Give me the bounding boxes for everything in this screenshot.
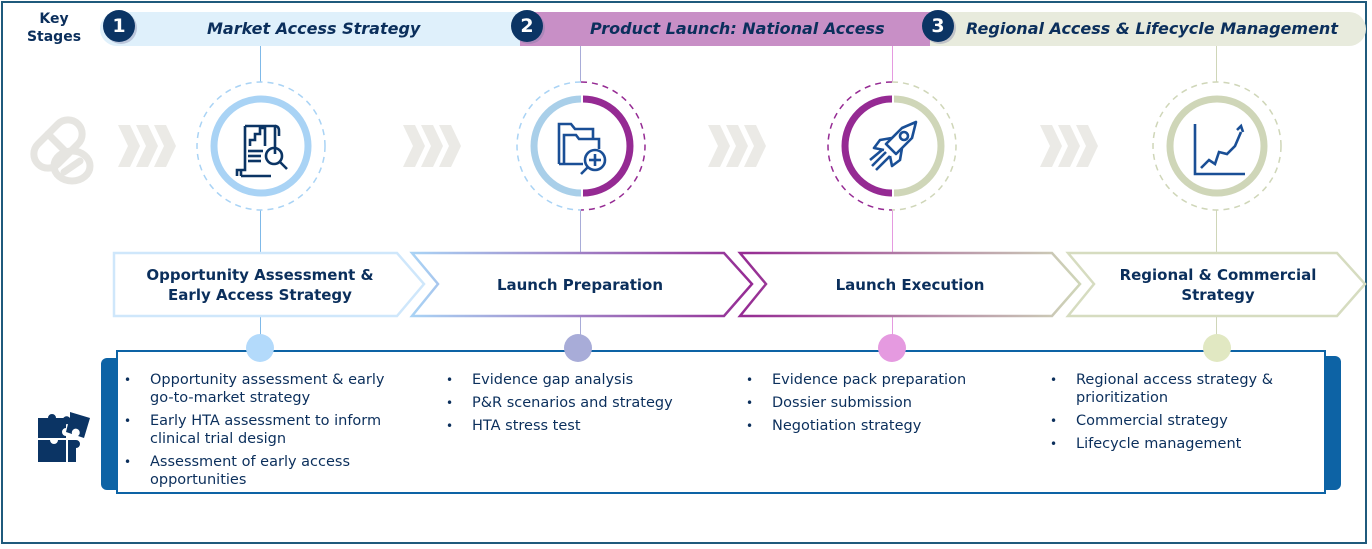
rocket-icon bbox=[869, 120, 918, 171]
puzzle-icon bbox=[38, 412, 90, 462]
phase-number-badge: 3 bbox=[922, 10, 954, 42]
stage-arrow-4 bbox=[1065, 251, 1367, 318]
folder-search-add-icon bbox=[557, 122, 607, 175]
phase-band-3: Regional Access & Lifecycle Management bbox=[930, 12, 1366, 46]
stage-icon-circle bbox=[827, 81, 957, 211]
content-tab-left bbox=[101, 358, 119, 490]
list-item: P&R scenarios and strategy bbox=[444, 394, 734, 412]
growth-chart-icon bbox=[1193, 123, 1245, 176]
chevron-arrows-icon bbox=[118, 125, 176, 167]
phase-title: Market Access Strategy bbox=[207, 19, 421, 38]
list-item: HTA stress test bbox=[444, 417, 734, 435]
stage-title: Regional & Commercial Strategy bbox=[1119, 266, 1317, 304]
stage-1-bullets: Opportunity assessment & early go-to-mar… bbox=[122, 371, 412, 494]
phase-title: Product Launch: National Access bbox=[590, 19, 885, 38]
list-item: Evidence pack preparation bbox=[744, 371, 1034, 389]
stage-arrows bbox=[112, 251, 1367, 318]
stage-arrow-3 bbox=[737, 251, 1082, 318]
stage-icon-circle bbox=[1152, 81, 1282, 211]
stage-3-bullets: Evidence pack preparation Dossier submis… bbox=[744, 371, 1034, 440]
list-item: Evidence gap analysis bbox=[444, 371, 734, 389]
stage-dot bbox=[564, 334, 592, 362]
stage-4-bullets: Regional access strategy & prioritizatio… bbox=[1048, 371, 1318, 458]
stage-title: Launch Execution bbox=[835, 276, 985, 294]
phase-band-2: Product Launch: National Access bbox=[520, 12, 940, 46]
list-item: Lifecycle management bbox=[1048, 435, 1318, 453]
list-item: Assessment of early access opportunities bbox=[122, 453, 412, 489]
stage-title: Opportunity Assessment & Early Access St… bbox=[146, 266, 374, 304]
stage-arrow-1 bbox=[112, 251, 426, 318]
phase-number-badge: 2 bbox=[511, 10, 543, 42]
stage-title: Launch Preparation bbox=[496, 276, 664, 294]
phase-band-1: Market Access Strategy bbox=[100, 12, 550, 46]
chevron-arrows-icon bbox=[403, 125, 461, 167]
chevron-arrows-icon bbox=[708, 125, 766, 167]
stage-dot bbox=[246, 334, 274, 362]
list-item: Dossier submission bbox=[744, 394, 1034, 412]
list-item: Regional access strategy & prioritizatio… bbox=[1048, 371, 1318, 407]
phase-number-badge: 1 bbox=[103, 10, 135, 42]
list-item: Commercial strategy bbox=[1048, 412, 1318, 430]
stage-2-bullets: Evidence gap analysis P&R scenarios and … bbox=[444, 371, 734, 440]
report-magnifier-icon bbox=[235, 124, 288, 178]
list-item: Early HTA assessment to inform clinical … bbox=[122, 412, 412, 448]
list-item: Opportunity assessment & early go-to-mar… bbox=[122, 371, 412, 407]
content-tab-right bbox=[1323, 356, 1341, 490]
stage-dot bbox=[878, 334, 906, 362]
stage-arrow-2 bbox=[409, 251, 754, 318]
phase-title: Regional Access & Lifecycle Management bbox=[966, 19, 1338, 38]
list-item: Negotiation strategy bbox=[744, 417, 1034, 435]
pills-icon bbox=[30, 116, 94, 185]
stage-icon-circle bbox=[196, 81, 326, 211]
key-stages-label: Key Stages bbox=[26, 11, 82, 45]
stage-dot bbox=[1203, 334, 1231, 362]
stage-icon-circle bbox=[516, 81, 646, 211]
chevron-arrows-icon bbox=[1040, 125, 1098, 167]
